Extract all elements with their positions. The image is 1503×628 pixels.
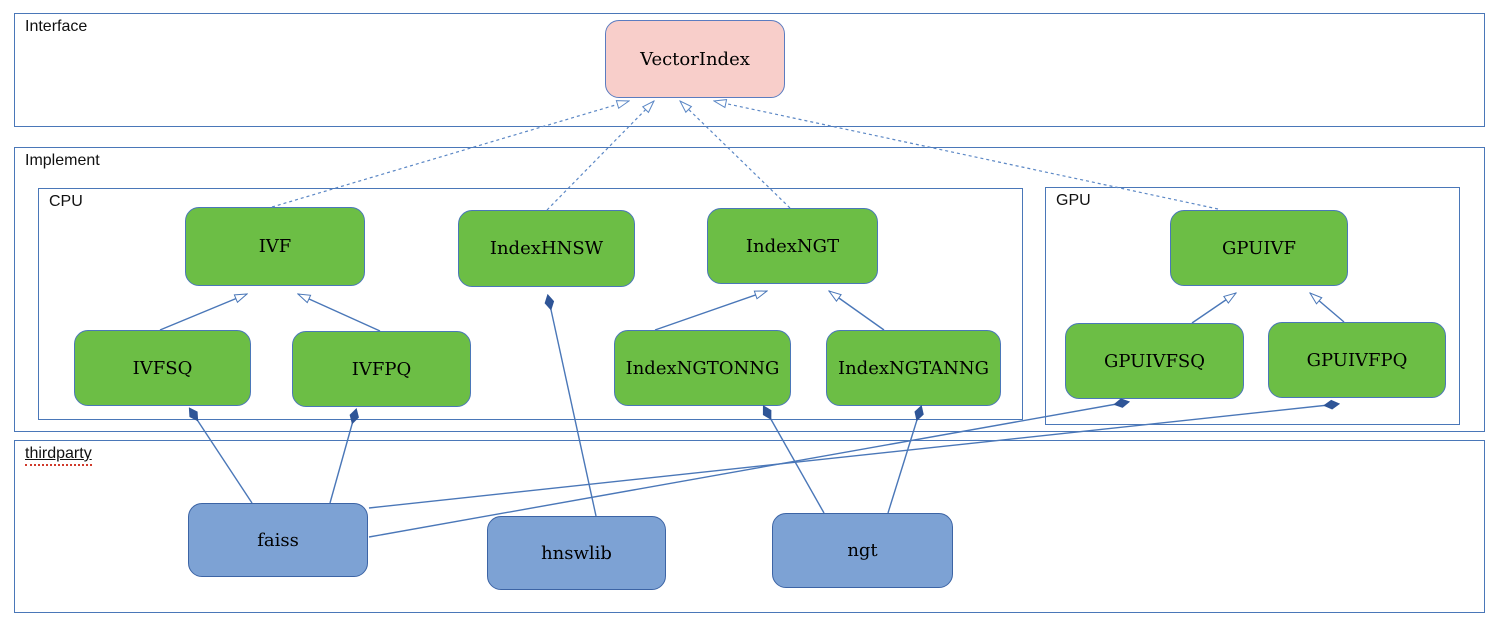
node-ivf-label: IVF <box>258 236 292 257</box>
node-ivfsq-label: IVFSQ <box>132 357 193 379</box>
node-indexhnsw-label: IndexHNSW <box>489 238 604 259</box>
node-gpuivfsq[interactable]: GPUIVFSQ <box>1065 323 1244 399</box>
node-faiss[interactable]: faiss <box>188 503 368 577</box>
node-indexngt-label: IndexNGT <box>745 235 840 257</box>
node-ivfpq[interactable]: IVFPQ <box>292 331 471 407</box>
node-hnswlib[interactable]: hnswlib <box>487 516 666 590</box>
node-gpuivf[interactable]: GPUIVF <box>1170 210 1348 286</box>
node-faiss-label: faiss <box>257 529 299 551</box>
thirdparty-container-label: thirdparty <box>25 445 92 466</box>
node-ngt-label: ngt <box>847 540 878 561</box>
interface-container-label: Interface <box>25 18 88 35</box>
node-indexngtanng[interactable]: IndexNGTANNG <box>826 330 1001 406</box>
node-indexhnsw[interactable]: IndexHNSW <box>458 210 635 287</box>
cpu-container-label: CPU <box>49 193 83 210</box>
node-indexngtonng-label: IndexNGTONNG <box>625 357 780 379</box>
node-ivf[interactable]: IVF <box>185 207 365 286</box>
node-gpuivf-label: GPUIVF <box>1222 237 1296 259</box>
node-gpuivfpq-label: GPUIVFPQ <box>1306 349 1408 371</box>
node-hnswlib-label: hnswlib <box>541 542 612 564</box>
node-gpuivfpq[interactable]: GPUIVFPQ <box>1268 322 1446 398</box>
node-ivfsq[interactable]: IVFSQ <box>74 330 251 406</box>
gpu-container-label: GPU <box>1056 192 1091 209</box>
node-indexngt[interactable]: IndexNGT <box>707 208 878 284</box>
node-indexngtonng[interactable]: IndexNGTONNG <box>614 330 791 406</box>
node-vectorindex[interactable]: VectorIndex <box>605 20 785 98</box>
node-vectorindex-label: VectorIndex <box>640 48 750 70</box>
node-ngt[interactable]: ngt <box>772 513 953 588</box>
implement-container-label: Implement <box>25 152 100 169</box>
node-ivfpq-label: IVFPQ <box>351 358 412 380</box>
node-gpuivfsq-label: GPUIVFSQ <box>1103 350 1206 372</box>
node-indexngtanng-label: IndexNGTANNG <box>837 357 990 379</box>
